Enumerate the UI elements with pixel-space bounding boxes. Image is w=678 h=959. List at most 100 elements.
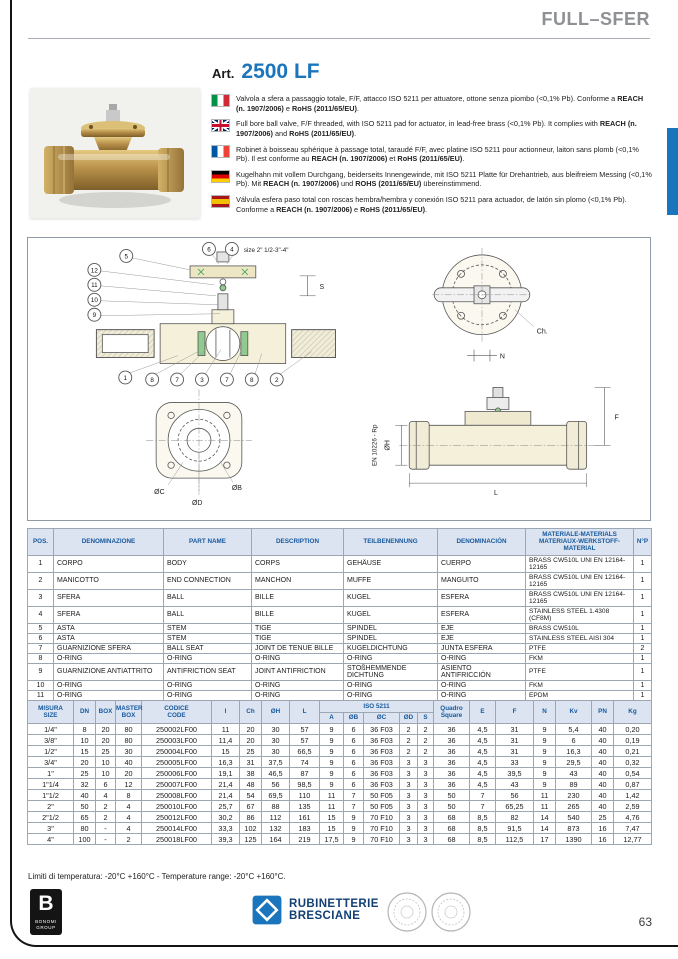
dims-cell-iso-oc: 36 F03 [363, 778, 400, 791]
dims-cell-ch: 67 [239, 800, 262, 813]
dims-cell-i: 21,4 [211, 778, 240, 791]
dims-cell-masterbox: 4 [115, 811, 142, 824]
dims-cell-l: 74 [289, 756, 320, 769]
balloon-3: 3 [195, 372, 209, 387]
parts-cell-material: STAINLESS STEEL AISI 304 [525, 632, 634, 644]
dims-cell-kv: 1390 [555, 833, 592, 846]
balloon-2: 2 [269, 372, 284, 387]
parts-cell-en: O-RING [163, 652, 252, 664]
dims-cell-square: 36 [433, 756, 470, 769]
dims-row: 1"1/2 40 4 8 250008LF00 21,4 54 69,5 110… [27, 789, 652, 802]
dims-cell-oh: 30 [261, 745, 290, 758]
dims-cell-dn: 50 [73, 800, 96, 813]
parts-cell-en: BALL [163, 588, 252, 607]
description-row-en: Full bore ball valve, F/F threaded, with… [211, 119, 654, 138]
rubinetterie-bresciane-logo: RUBINETTERIE BRESCIANE [252, 895, 379, 925]
dims-cell-n: 9 [533, 745, 556, 758]
parts-cell-en: BODY [163, 554, 252, 573]
front-view [395, 387, 611, 488]
svg-text:5: 5 [125, 253, 129, 260]
balloon-6: 6 [202, 242, 216, 256]
parts-cell-fr: BILLE [251, 588, 344, 607]
dims-cell-iso-oc: 36 F03 [363, 723, 400, 736]
svg-text:2: 2 [275, 377, 279, 384]
dims-column-header: L [289, 699, 320, 725]
dims-cell-l: 219 [289, 833, 320, 846]
dims-cell-square: 36 [433, 778, 470, 791]
balloon-1: 1 [118, 370, 133, 385]
dims-cell-e: 7 [469, 800, 496, 813]
dims-cell-kv: 16,3 [555, 745, 592, 758]
dims-cell-f: 39,5 [495, 767, 534, 780]
certification-stamp-1 [387, 892, 427, 932]
dims-row: 2"1/2 65 2 4 250012LF00 30,2 86 112 161 … [27, 811, 652, 824]
parts-cell-pos: 10 [27, 679, 54, 691]
dims-cell-iso-oc: 70 F10 [363, 833, 400, 846]
dims-cell-pn: 40 [591, 778, 614, 791]
brand-name: RUBINETTERIE BRESCIANE [289, 898, 379, 923]
iso5211-sub-header: A [319, 711, 344, 725]
parts-cell-qty: 1 [633, 571, 652, 590]
parts-row: 5 ASTA STEM TIGE SPINDEL EJE BRASS CW510… [27, 622, 652, 634]
parts-cell-it: O-RING [53, 652, 164, 664]
dims-cell-dn: 65 [73, 811, 96, 824]
dims-cell-code: 250014LF00 [141, 822, 212, 835]
description-row-fr: Robinet à boisseau sphérique à passage t… [211, 144, 654, 164]
dims-cell-iso-oc: 36 F03 [363, 767, 400, 780]
dims-column-header: DN [73, 699, 96, 725]
thread-standard-label: EN 10226 - Rp [371, 424, 378, 466]
parts-cell-it: ASTA [53, 622, 164, 634]
svg-text:4: 4 [230, 246, 234, 253]
dims-cell-dn: 100 [73, 833, 96, 846]
dims-cell-square: 50 [433, 789, 470, 802]
dims-cell-n: 11 [533, 800, 556, 813]
dims-cell-ch: 54 [239, 789, 262, 802]
dims-cell-ch: 125 [239, 833, 262, 846]
dims-cell-iso-a: 9 [319, 723, 344, 736]
dims-cell-kg: 0,54 [613, 767, 652, 780]
dims-row: 1"1/4 32 6 12 250007LF00 21,4 48 56 98,5… [27, 778, 652, 791]
parts-cell-pos: 7 [27, 642, 54, 654]
dims-cell-iso-oc: 36 F03 [363, 745, 400, 758]
dims-cell-f: 31 [495, 734, 534, 747]
dims-cell-square: 36 [433, 745, 470, 758]
dims-cell-masterbox: 80 [115, 723, 142, 736]
parts-cell-fr: JOINT DE TENUE BILLE [251, 642, 344, 654]
parts-row: 3 SFERA BALL BILLE KUGEL ESFERA BRASS CW… [27, 588, 652, 607]
parts-row: 7 GUARNIZIONE SFERA BALL SEAT JOINT DE T… [27, 642, 652, 654]
parts-cell-material: PTFE [525, 662, 634, 681]
dims-cell-f: 43 [495, 778, 534, 791]
dims-cell-square: 36 [433, 723, 470, 736]
parts-cell-material: FKM [525, 652, 634, 664]
parts-cell-it: O-RING [53, 679, 164, 691]
parts-cell-qty: 2 [633, 642, 652, 654]
svg-text:8: 8 [150, 377, 154, 384]
description-row-de: Kugelhahn mit vollem Durchgang, beiderse… [211, 169, 654, 189]
dims-cell-size: 1"1/4 [27, 778, 74, 791]
parts-column-header: PART NAME [163, 528, 252, 556]
dims-cell-square: 68 [433, 811, 470, 824]
dims-cell-oh: 46,5 [261, 767, 290, 780]
dims-cell-e: 8,5 [469, 822, 496, 835]
dims-cell-code: 250005LF00 [141, 756, 212, 769]
bonomi-logo-letter: B [38, 892, 54, 915]
description-row-es: Válvula esfera paso total con roscas hem… [211, 195, 654, 214]
dims-cell-oh: 164 [261, 833, 290, 846]
dims-cell-iso-a: 9 [319, 745, 344, 758]
dims-cell-i: 21,4 [211, 789, 240, 802]
dims-column-header: Kv [555, 699, 592, 725]
iso5211-sub-header: ØC [363, 711, 400, 725]
parts-cell-pos: 4 [27, 605, 54, 624]
parts-cell-es: ESFERA [437, 605, 526, 624]
article-number: 2500 LF [241, 60, 320, 83]
dims-cell-iso-s: 2 [417, 745, 434, 758]
parts-cell-pos: 6 [27, 632, 54, 644]
dims-cell-e: 4,5 [469, 767, 496, 780]
parts-cell-pos: 8 [27, 652, 54, 664]
article-heading: Art.2500 LF [212, 60, 320, 84]
parts-cell-es: JUNTA ESFERA [437, 642, 526, 654]
svg-text:7: 7 [225, 377, 229, 384]
dims-cell-i: 15 [211, 745, 240, 758]
parts-cell-material: PTFE [525, 642, 634, 654]
